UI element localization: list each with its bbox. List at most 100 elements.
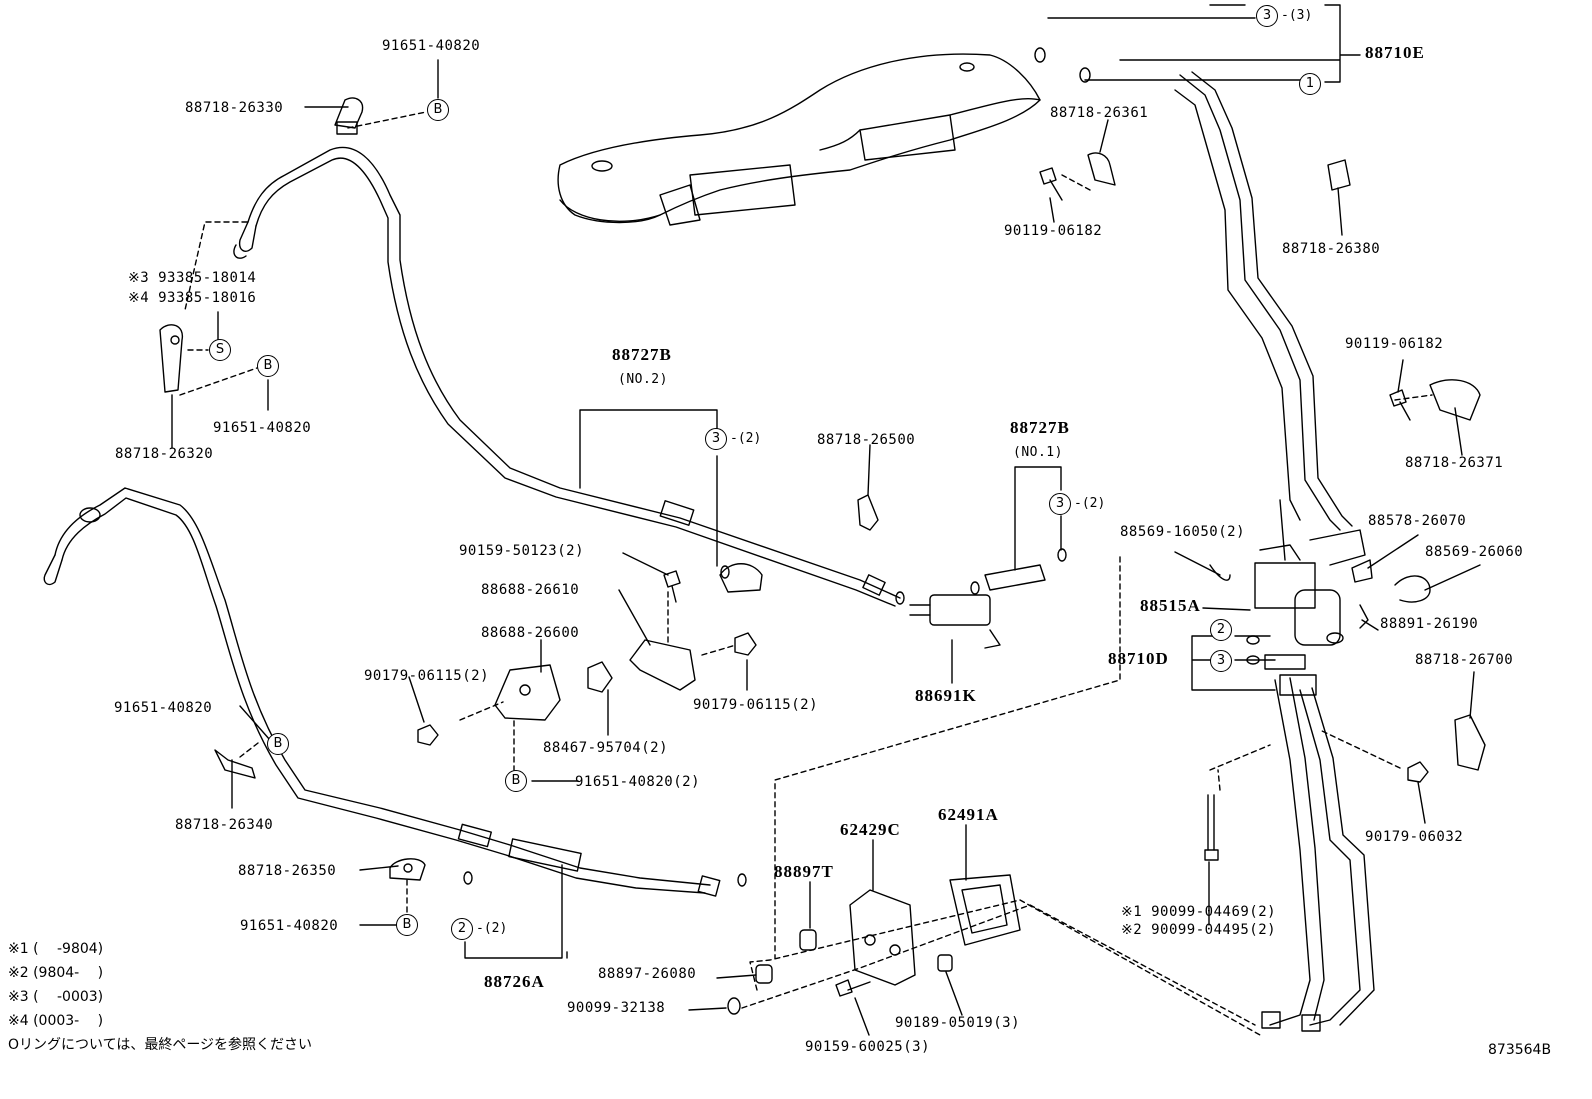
- label-91651-40820-top: 91651-40820: [382, 38, 481, 54]
- clamp-88718-26380: [1327, 159, 1351, 191]
- label-91651-40820-bottom: 91651-40820: [240, 918, 339, 934]
- label-88710e: 88710E: [1365, 43, 1425, 62]
- clamp-88718-26371: [1429, 379, 1481, 421]
- label-90179-06115-right: 90179-06115(2): [693, 697, 819, 713]
- hose-segment-88727b-no2: [719, 563, 763, 593]
- label-88718-26320: 88718-26320: [115, 446, 214, 462]
- label-90159-50123: 90159-50123(2): [459, 543, 585, 559]
- label-90179-06115-left: 90179-06115(2): [364, 668, 490, 684]
- harness-88569-16050: [1209, 564, 1231, 581]
- label-93385-18016: ※4 93385-18016: [128, 290, 257, 306]
- callout-b: B: [396, 914, 418, 936]
- label-93385-18014: ※3 93385-18014: [128, 270, 257, 286]
- label-91651-40820-lower: 91651-40820: [114, 700, 213, 716]
- label-90179-06032: 90179-06032: [1365, 829, 1464, 845]
- bolt-90159-60025: [835, 979, 871, 997]
- bolt-90119-06182-right: [1389, 389, 1411, 421]
- figure-code: 873564B: [1488, 1042, 1552, 1058]
- solenoid-88691k: [909, 594, 1001, 649]
- blower-duct-unit: [557, 53, 1041, 226]
- label-88569-16050: 88569-16050(2): [1120, 524, 1246, 540]
- nut-90179-06032: [1407, 761, 1429, 783]
- clamp-88718-26361: [1087, 152, 1116, 186]
- callout-qty: -(2): [476, 921, 508, 936]
- seal-62491a: [949, 874, 1021, 946]
- label-90099-04469: ※1 90099-04469(2): [1121, 904, 1277, 920]
- label-88891-26190: 88891-26190: [1380, 616, 1479, 632]
- cap-88897t: [799, 929, 817, 951]
- clamp-88718-26350: [389, 858, 426, 881]
- callout-3: 3: [1256, 5, 1278, 27]
- label-88688-26600: 88688-26600: [481, 625, 580, 641]
- callout-2: 2: [1210, 619, 1232, 641]
- callout-b: B: [505, 770, 527, 792]
- label-88727b-no2: 88727B: [612, 345, 672, 364]
- footnote-oring: Oリングについては、最終ページを参照ください: [8, 1037, 313, 1053]
- label-88710d: 88710D: [1108, 649, 1169, 668]
- bracket-88688-26600: [494, 664, 561, 721]
- callout-3: 3: [1210, 650, 1232, 672]
- pipe-88727b-no2: [233, 146, 901, 607]
- footnote-1: ※1 ( -9804): [8, 941, 104, 957]
- clamp-88718-26340: [214, 749, 256, 779]
- label-88718-26371: 88718-26371: [1405, 455, 1504, 471]
- callout-b: B: [267, 733, 289, 755]
- clip-88578-26070: [1351, 559, 1373, 583]
- callout-2: 2: [451, 918, 473, 940]
- footnote-3: ※3 ( -0003): [8, 989, 104, 1005]
- clamp-88718-26500: [857, 494, 879, 531]
- callout-b: B: [257, 355, 279, 377]
- callout-s: S: [209, 339, 231, 361]
- label-90099-04495: ※2 90099-04495(2): [1121, 922, 1277, 938]
- label-88727b-no1-sub: (NO.1): [1013, 445, 1063, 460]
- label-88897t: 88897T: [774, 862, 834, 881]
- bolt-90159-50123: [663, 570, 681, 603]
- clamp-88718-26320: [159, 324, 184, 393]
- label-88688-26610: 88688-26610: [481, 582, 580, 598]
- label-90159-60025: 90159-60025(3): [805, 1039, 931, 1055]
- label-88515a: 88515A: [1140, 596, 1201, 615]
- callout-qty: -(2): [1074, 496, 1106, 511]
- bolt-90099-04469: [1204, 794, 1219, 861]
- label-88718-26340: 88718-26340: [175, 817, 274, 833]
- label-90099-32138: 90099-32138: [567, 1000, 666, 1016]
- pipe-88710e-and-88710d: [1174, 71, 1375, 1032]
- label-91651-40820-left: 91651-40820: [213, 420, 312, 436]
- nut-90179-06115-left: [417, 724, 439, 746]
- label-88718-26500: 88718-26500: [817, 432, 916, 448]
- bolt-90119-06182-top: [1039, 167, 1063, 201]
- label-88467-95704: 88467-95704(2): [543, 740, 669, 756]
- label-88718-26700: 88718-26700: [1415, 652, 1514, 668]
- label-88578-26070: 88578-26070: [1368, 513, 1467, 529]
- label-88727b-no1: 88727B: [1010, 418, 1070, 437]
- label-90119-06182-top: 90119-06182: [1004, 223, 1103, 239]
- label-88569-26060: 88569-26060: [1425, 544, 1524, 560]
- label-88718-26330: 88718-26330: [185, 100, 284, 116]
- label-88726a: 88726A: [484, 972, 545, 991]
- callout-1: 1: [1299, 73, 1321, 95]
- clamp-88718-26330: [334, 97, 364, 135]
- footnote-4: ※4 (0003- ): [8, 1013, 104, 1029]
- callout-qty: -(2): [730, 431, 762, 446]
- pipe-88726a: [43, 487, 721, 897]
- label-62429c: 62429C: [840, 820, 901, 839]
- label-88718-26380: 88718-26380: [1282, 241, 1381, 257]
- callout-b: B: [427, 99, 449, 121]
- callout-3: 3: [705, 428, 727, 450]
- clamp-88718-26700: [1454, 714, 1486, 771]
- callout-3: 3: [1049, 493, 1071, 515]
- oring-90099-32138: [727, 997, 741, 1015]
- label-88691k: 88691K: [915, 686, 977, 705]
- harness-88569-26060: [1394, 575, 1431, 603]
- callout-qty: -(3): [1281, 8, 1313, 23]
- fitting-88727b-no1: [984, 564, 1046, 591]
- label-88718-26350: 88718-26350: [238, 863, 337, 879]
- label-88718-26361: 88718-26361: [1050, 105, 1149, 121]
- label-90119-06182-right: 90119-06182: [1345, 336, 1444, 352]
- footnote-2: ※2 (9804- ): [8, 965, 104, 981]
- label-88897-26080: 88897-26080: [598, 966, 697, 982]
- plate-62429c: [849, 889, 916, 986]
- grommet-88467-95704: [587, 661, 613, 693]
- nut-90179-06115-right: [734, 632, 757, 656]
